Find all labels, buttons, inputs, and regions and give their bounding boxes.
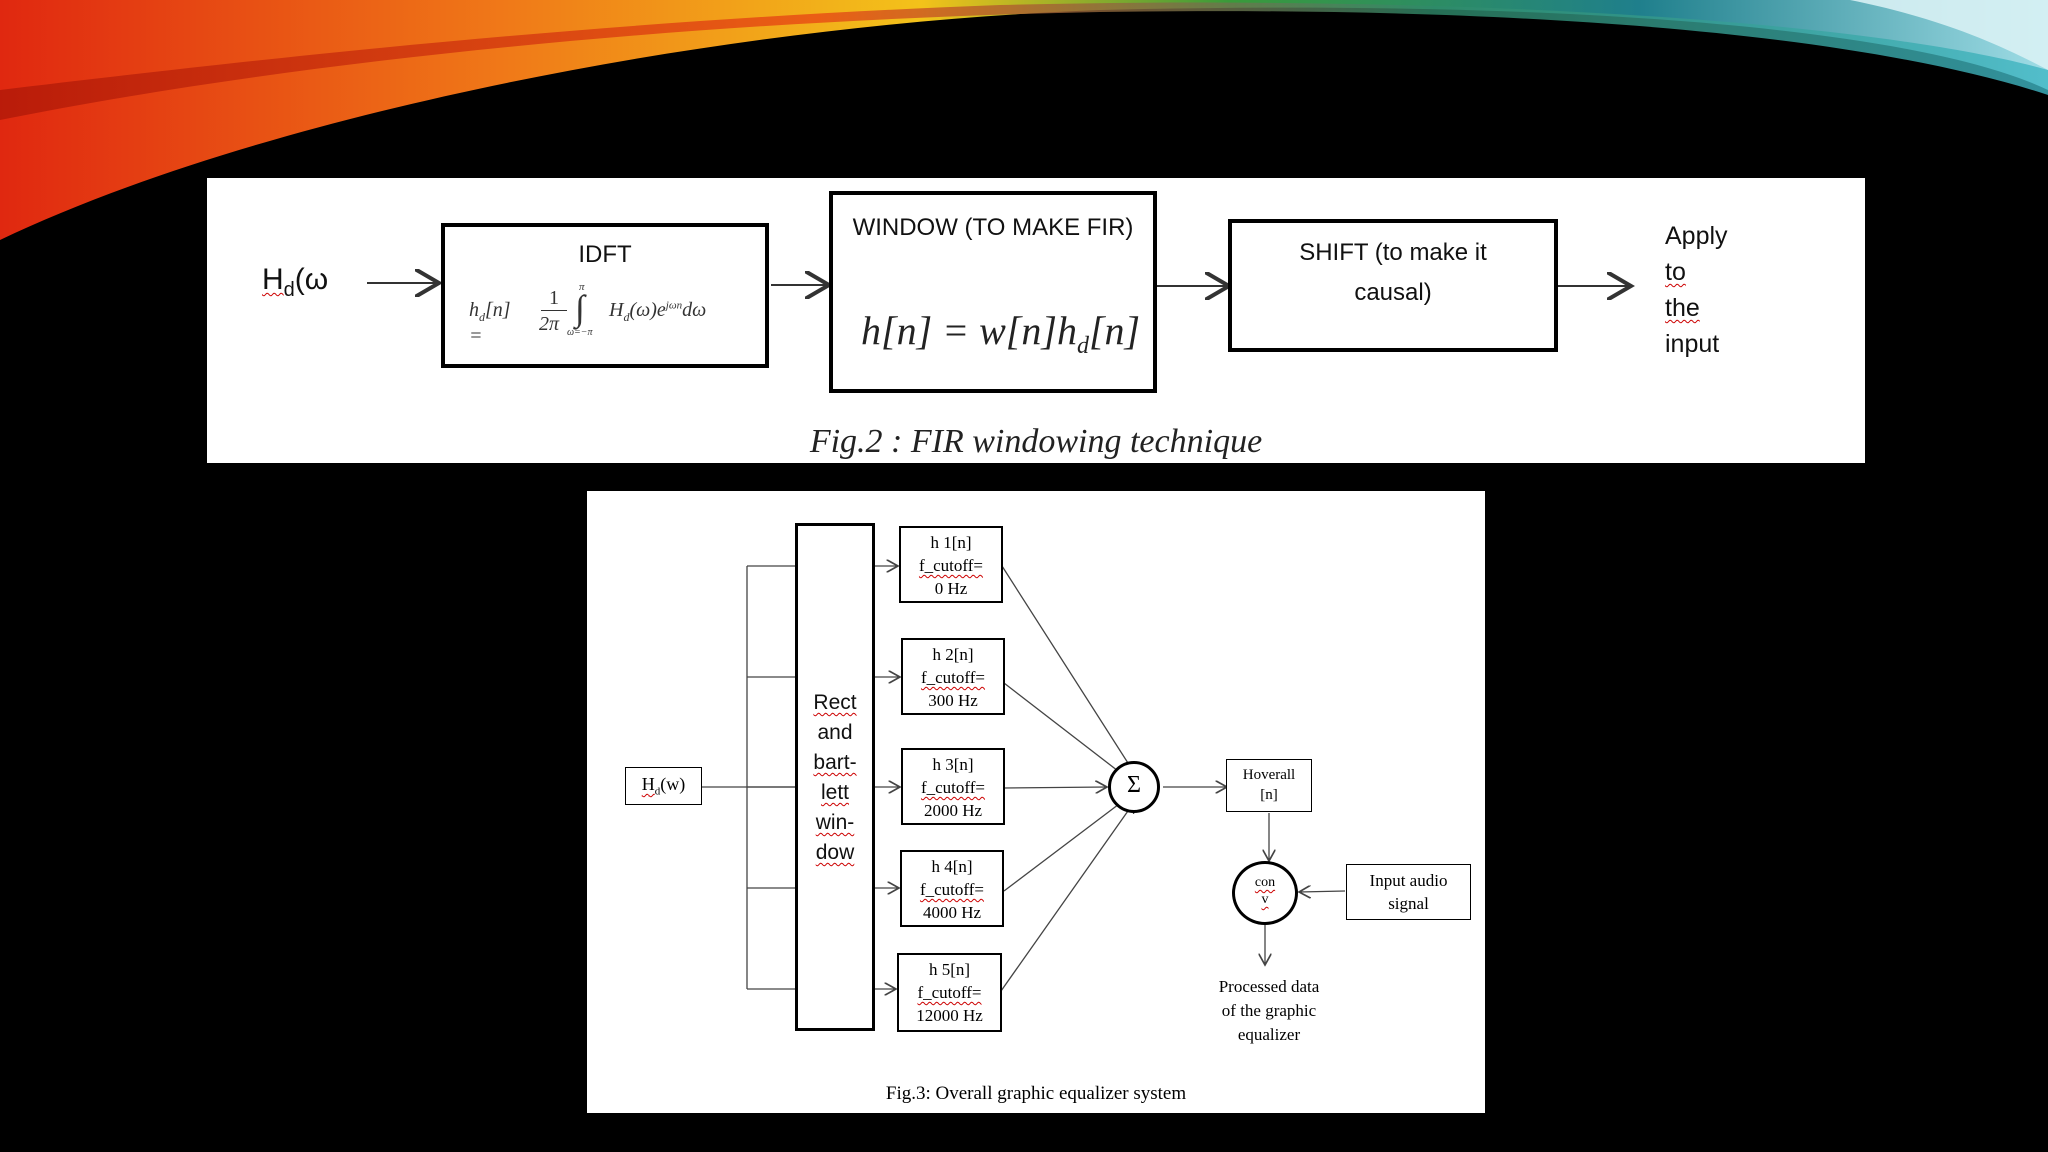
- window-formula: h[n] = w[n]hd[n]: [861, 307, 1140, 360]
- fig3-input-label: Hd(w): [626, 774, 701, 798]
- filter-name: h 2[n]: [903, 643, 1003, 666]
- hoverall-block: Hoverall [n]: [1226, 759, 1312, 812]
- fig3-caption: Fig.3: Overall graphic equalizer system: [587, 1083, 1485, 1105]
- filter-cutoff-label: f_cutoff=: [901, 554, 1001, 577]
- window-line-4: lett: [798, 778, 872, 808]
- input-audio-line-2: signal: [1347, 892, 1470, 915]
- conv-line-1: con: [1235, 874, 1295, 891]
- fig3-input-h: H: [642, 774, 655, 794]
- input-sub: d: [284, 279, 295, 301]
- output-line-3: equalizer: [1199, 1023, 1339, 1047]
- window-line-6: dow: [798, 838, 872, 868]
- filter-cutoff-value: 0 Hz: [901, 577, 1001, 600]
- idft-title: IDFT: [445, 241, 765, 269]
- fig3-input-block: Hd(w): [625, 767, 702, 805]
- filter-block-4: h 4[n] f_cutoff= 4000 Hz: [900, 850, 1004, 927]
- fig3-connections: [587, 491, 1485, 1113]
- sum-symbol: Σ: [1111, 772, 1157, 799]
- input-h: H: [262, 263, 284, 296]
- conv-text: con v: [1235, 874, 1295, 908]
- filter-cutoff-value: 300 Hz: [903, 689, 1003, 712]
- shift-block: SHIFT (to make it causal): [1228, 219, 1558, 352]
- summation-node: Σ: [1108, 761, 1160, 813]
- hoverall-text: Hoverall [n]: [1227, 765, 1311, 805]
- output-line-2: of the graphic: [1199, 999, 1339, 1023]
- convolution-node: con v: [1232, 861, 1298, 925]
- apply-text: Apply to the input: [1665, 218, 1728, 362]
- apply-line-4: input: [1665, 326, 1728, 362]
- window-block-fig3: Rect and bart- lett win- dow: [795, 523, 875, 1031]
- apply-line-2: to: [1665, 254, 1728, 290]
- hoverall-line-1: Hoverall: [1227, 765, 1311, 785]
- filter-cutoff-label: f_cutoff=: [902, 878, 1002, 901]
- window-block: WINDOW (TO MAKE FIR) h[n] = w[n]hd[n]: [829, 191, 1157, 393]
- window-title: WINDOW (TO MAKE FIR): [847, 207, 1139, 249]
- shift-title: SHIFT (to make it causal): [1272, 233, 1514, 313]
- fig2-panel: Hd(ω IDFT hd[n] = 1 2π π ∫ ω=−π Hd(ω)ejω…: [207, 178, 1865, 463]
- output-line-1: Processed data: [1199, 975, 1339, 999]
- filter-name: h 4[n]: [902, 855, 1002, 878]
- filter-cutoff-value: 4000 Hz: [902, 901, 1002, 924]
- filter-name: h 1[n]: [901, 531, 1001, 554]
- fig3-input-tail: (w): [660, 774, 685, 794]
- filter-name: h 5[n]: [899, 958, 1000, 981]
- input-tail: (ω: [295, 263, 328, 296]
- output-text: Processed data of the graphic equalizer: [1199, 975, 1339, 1047]
- filter-block-2: h 2[n] f_cutoff= 300 Hz: [901, 638, 1005, 715]
- apply-line-3: the: [1665, 290, 1728, 326]
- window-line-2: and: [798, 718, 872, 748]
- apply-line-1: Apply: [1665, 218, 1728, 254]
- hoverall-line-2: [n]: [1227, 785, 1311, 805]
- fig2-caption: Fig.2 : FIR windowing technique: [207, 423, 1865, 461]
- window-text: Rect and bart- lett win- dow: [798, 688, 872, 868]
- filter-cutoff-label: f_cutoff=: [899, 981, 1000, 1004]
- fig2-input-label: Hd(ω: [262, 263, 328, 302]
- filter-block-5: h 5[n] f_cutoff= 12000 Hz: [897, 953, 1002, 1032]
- window-line-1: Rect: [798, 688, 872, 718]
- fig3-panel: Hd(w) Rect and bart- lett win- dow h 1[n…: [587, 491, 1485, 1113]
- window-line-3: bart-: [798, 748, 872, 778]
- filter-cutoff-value: 12000 Hz: [899, 1004, 1000, 1027]
- filter-cutoff-label: f_cutoff=: [903, 666, 1003, 689]
- input-audio-text: Input audio signal: [1347, 869, 1470, 915]
- filter-block-1: h 1[n] f_cutoff= 0 Hz: [899, 526, 1003, 603]
- idft-block: IDFT hd[n] = 1 2π π ∫ ω=−π Hd(ω)ejωndω: [441, 223, 769, 368]
- input-audio-line-1: Input audio: [1347, 869, 1470, 892]
- filter-block-3: h 3[n] f_cutoff= 2000 Hz: [901, 748, 1005, 825]
- filter-cutoff-label: f_cutoff=: [903, 776, 1003, 799]
- input-audio-block: Input audio signal: [1346, 864, 1471, 920]
- conv-line-2: v: [1235, 891, 1295, 908]
- window-line-5: win-: [798, 808, 872, 838]
- filter-name: h 3[n]: [903, 753, 1003, 776]
- filter-cutoff-value: 2000 Hz: [903, 799, 1003, 822]
